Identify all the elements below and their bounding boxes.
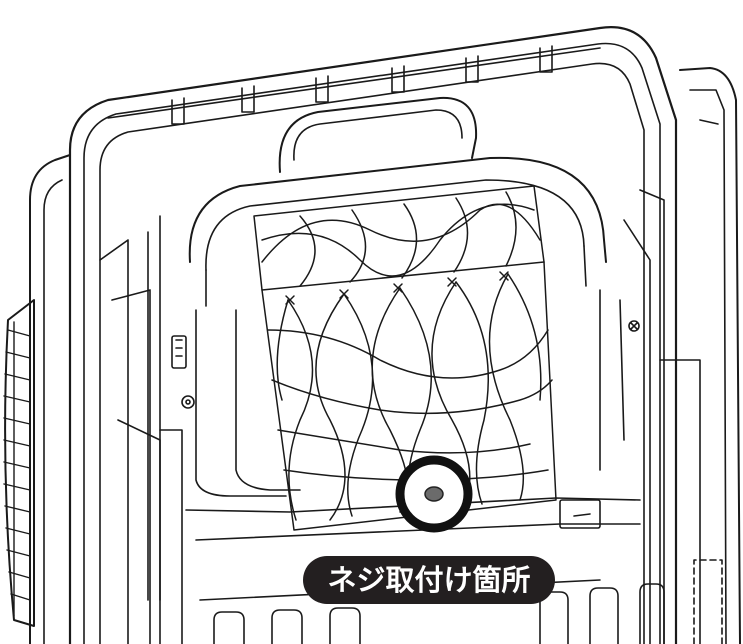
- left-bolt: [171, 335, 195, 409]
- screw-location-marker: [395, 455, 473, 533]
- screw-icon: [424, 486, 444, 502]
- seat: [147, 96, 625, 601]
- left-wheel: [3, 299, 35, 627]
- cargo-net: [253, 185, 557, 531]
- screw-location-label: ネジ取付け箇所: [327, 563, 531, 597]
- body-shell: [68, 26, 678, 644]
- lip-notches: [171, 45, 553, 125]
- left-side: [3, 154, 195, 644]
- callout-badge: [303, 556, 555, 604]
- right-side: [623, 67, 741, 644]
